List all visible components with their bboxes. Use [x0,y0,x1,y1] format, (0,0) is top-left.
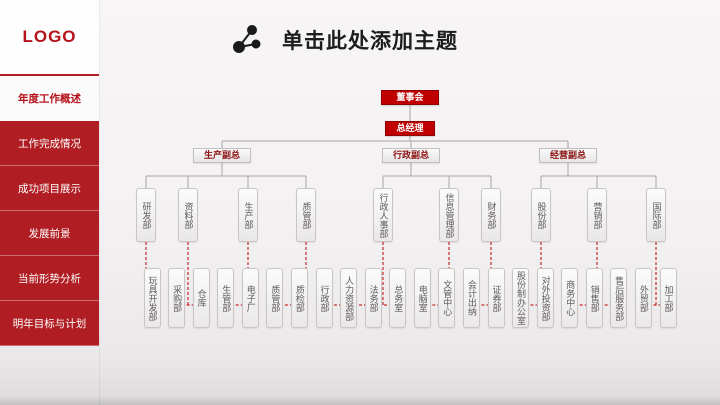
org-node-vp-3[interactable]: 经营副总 [539,148,597,163]
org-node-office-1-4-1[interactable]: 质管部 [266,268,284,328]
org-node-dept-2-3[interactable]: 财务部 [481,188,501,242]
org-node-dept-1-1[interactable]: 研发部 [136,188,156,242]
org-node-office-3-2-1[interactable]: 商务中心 [561,268,579,328]
org-node-vp-1[interactable]: 生产副总 [193,148,251,163]
org-node-office-3-2-2[interactable]: 销售部 [585,268,603,328]
org-node-office-3-2-3[interactable]: 售后服务部 [610,268,628,328]
org-node-office-2-1-4[interactable]: 总务室 [389,268,407,328]
sidebar-item-3[interactable]: 成功项目展示 [0,166,99,211]
logo-text: LOGO [22,27,77,46]
org-node-vp-2[interactable]: 行政副总 [382,148,440,163]
org-node-office-2-2-1[interactable]: 电脑室 [413,268,431,328]
org-node-dept-2-1[interactable]: 行政人事部 [373,188,393,242]
org-node-office-3-1-2[interactable]: 对外投资部 [536,268,554,328]
slide-title[interactable]: 单击此处添加主题 [282,30,458,53]
sidebar: LOGO 年度工作概述工作完成情况成功项目展示发展前景当前形势分析明年目标与计划 [0,0,100,405]
org-node-office-3-3-1[interactable]: 外贸部 [634,268,652,328]
org-node-office-1-4-2[interactable]: 质检部 [290,268,308,328]
org-node-office-1-3-2[interactable]: 电子厂 [241,268,259,328]
org-node-office-2-1-1[interactable]: 行政部 [315,268,333,328]
org-node-office-2-1-3[interactable]: 法务部 [364,268,382,328]
org-node-office-2-3-2[interactable]: 证券部 [487,268,505,328]
sidebar-nav: 年度工作概述工作完成情况成功项目展示发展前景当前形势分析明年目标与计划 [0,76,99,346]
org-node-office-2-2-2[interactable]: 文管中心 [438,268,456,328]
org-node-office-3-3-2[interactable]: 加工部 [659,268,677,328]
sidebar-item-1[interactable]: 年度工作概述 [0,76,99,121]
org-node-general-manager[interactable]: 总经理 [385,121,435,136]
org-node-dept-1-2[interactable]: 资料部 [178,188,198,242]
slide-header: 单击此处添加主题 [230,24,458,56]
sidebar-item-2[interactable]: 工作完成情况 [0,121,99,166]
org-node-dept-3-3[interactable]: 国际部 [646,188,666,242]
org-node-office-3-1-1[interactable]: 股份制办公室 [512,268,529,328]
org-node-dept-2-2[interactable]: 信息管理部 [439,188,459,242]
sidebar-item-4[interactable]: 发展前景 [0,211,99,256]
org-node-dept-3-2[interactable]: 营销部 [587,188,607,242]
org-node-office-1-2-1[interactable]: 采购部 [168,268,186,328]
org-node-dept-3-1[interactable]: 股份部 [531,188,551,242]
org-node-dept-1-4[interactable]: 质管部 [296,188,316,242]
share-nodes-icon [230,24,262,56]
org-node-office-1-2-2[interactable]: 仓库 [192,268,210,328]
sidebar-item-6[interactable]: 明年目标与计划 [0,301,99,346]
org-node-office-1-1-1[interactable]: 玩具开发部 [143,268,161,328]
org-node-board[interactable]: 董事会 [381,90,439,105]
logo: LOGO [0,0,99,76]
org-node-dept-1-3[interactable]: 生产部 [238,188,258,242]
org-node-office-1-3-1[interactable]: 生管部 [217,268,235,328]
org-node-office-2-1-2[interactable]: 人力资源部 [340,268,358,328]
org-node-office-2-3-1[interactable]: 会计出纳 [462,268,480,328]
sidebar-item-5[interactable]: 当前形势分析 [0,256,99,301]
